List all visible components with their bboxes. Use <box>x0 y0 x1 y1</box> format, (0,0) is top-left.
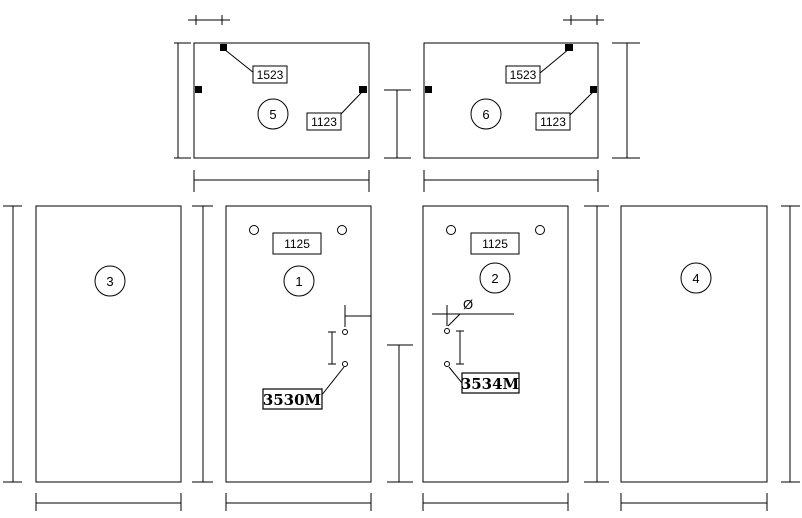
label-1123: 1123 <box>540 115 566 129</box>
panel-number: 1 <box>295 274 302 289</box>
hinge-mark <box>195 86 202 93</box>
lock-hole <box>342 361 348 367</box>
hinge-mark <box>220 44 227 51</box>
panel-3: 3 <box>35 205 182 483</box>
hinge-mark <box>425 86 432 93</box>
dim-top-right-small <box>563 15 604 25</box>
panel-number: 4 <box>692 271 699 286</box>
mount-hole <box>535 225 545 235</box>
lock-hole <box>342 329 348 335</box>
panel-5: 1523 1123 5 <box>193 42 370 159</box>
mount-hole <box>446 225 456 235</box>
dims-panel-6 <box>423 42 640 192</box>
label-1523: 1523 <box>257 68 284 82</box>
mount-hole <box>337 225 347 235</box>
panel-6: 1523 1123 6 <box>423 42 599 159</box>
dim-top-left-small <box>188 15 230 25</box>
hinge-mark <box>590 86 597 93</box>
panel-number: 5 <box>269 107 276 122</box>
label-1123: 1123 <box>311 115 337 129</box>
hinge-mark <box>359 86 367 93</box>
dims-panel-1 <box>192 205 372 511</box>
panel-1: 1125 1 3530M <box>225 205 372 483</box>
dim-middle-vertical <box>387 344 413 483</box>
dims-panel-4 <box>620 205 800 511</box>
panel-number: 3 <box>106 274 113 289</box>
hinge-mark <box>565 44 573 51</box>
dims-panel-5 <box>174 42 411 192</box>
lock-hole <box>444 361 450 367</box>
diameter-symbol: Ø <box>463 297 473 312</box>
dims-panel-2 <box>422 205 609 511</box>
label-1523: 1523 <box>510 68 537 82</box>
panel-2: 1125 2 Ø 3534M <box>422 205 569 483</box>
label-1125: 1125 <box>284 237 310 251</box>
label-3530M: 3530M <box>263 391 321 409</box>
lock-hole <box>444 328 450 334</box>
panel-number: 6 <box>482 107 489 122</box>
mount-hole <box>249 225 259 235</box>
label-3534M: 3534M <box>461 375 519 393</box>
label-1125: 1125 <box>482 237 508 251</box>
dims-panel-3 <box>3 205 182 511</box>
panel-4: 4 <box>620 205 768 483</box>
panel-number: 2 <box>491 271 498 286</box>
